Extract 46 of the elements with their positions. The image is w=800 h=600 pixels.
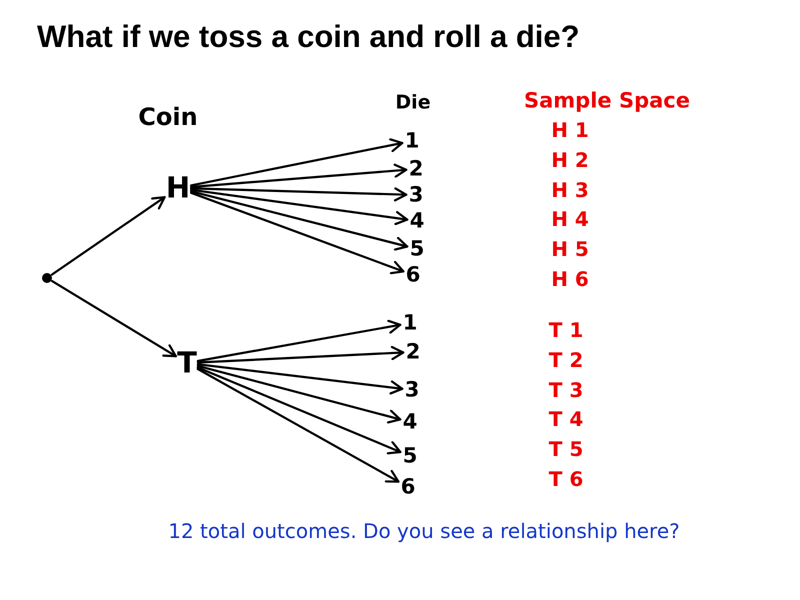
arrow [196, 346, 404, 364]
outcome-label: T 4 [548, 409, 584, 430]
branch-label: 5 [408, 238, 426, 260]
outcome-label: H 1 [551, 120, 589, 140]
arrow [190, 192, 404, 274]
arrow [50, 196, 166, 276]
outcome-label: T 5 [548, 439, 584, 460]
branch-label: 1 [404, 130, 420, 152]
title: What if we toss a coin and roll a die? [37, 20, 580, 54]
branch-label: 3 [408, 184, 424, 206]
outcome-label: H 2 [551, 150, 589, 170]
branch-label: 6 [400, 476, 416, 498]
column-heading: Coin [138, 105, 198, 129]
outcome-label: T 1 [548, 320, 584, 340]
outcome-label: T 3 [548, 380, 584, 400]
outcome-label: H 3 [551, 180, 589, 200]
outcome-label: H 6 [551, 269, 589, 289]
arrow [196, 363, 404, 395]
branch-label: 5 [402, 446, 418, 466]
outcome-label: T 6 [548, 469, 584, 489]
branch-label: 4 [402, 412, 418, 432]
arrow [196, 366, 402, 454]
arrow [190, 187, 408, 202]
arrow [51, 280, 177, 358]
branch-label: 1 [402, 312, 418, 334]
column-heading: Sample Space [524, 90, 690, 112]
branch-label: 6 [404, 264, 422, 286]
arrow [196, 364, 402, 424]
branch-label: 3 [404, 380, 420, 400]
outcome-label: H 5 [551, 239, 589, 260]
branch-label: 2 [404, 342, 422, 362]
arrow [196, 368, 400, 483]
outcome-label: H 4 [551, 209, 589, 230]
dot-icon [42, 273, 52, 283]
arrow [190, 190, 408, 251]
branch-label: T [177, 348, 197, 378]
arrow [190, 164, 408, 188]
outcome-label: T 2 [548, 350, 584, 370]
branch-label: H [166, 174, 190, 202]
caption: 12 total outcomes. Do you see a relationship here? [168, 520, 680, 542]
column-heading: Die [395, 94, 431, 112]
arrow [190, 188, 408, 226]
branch-label: 2 [408, 158, 424, 180]
arrow [196, 320, 402, 362]
branch-label: 4 [408, 210, 426, 232]
arrow [190, 138, 404, 186]
